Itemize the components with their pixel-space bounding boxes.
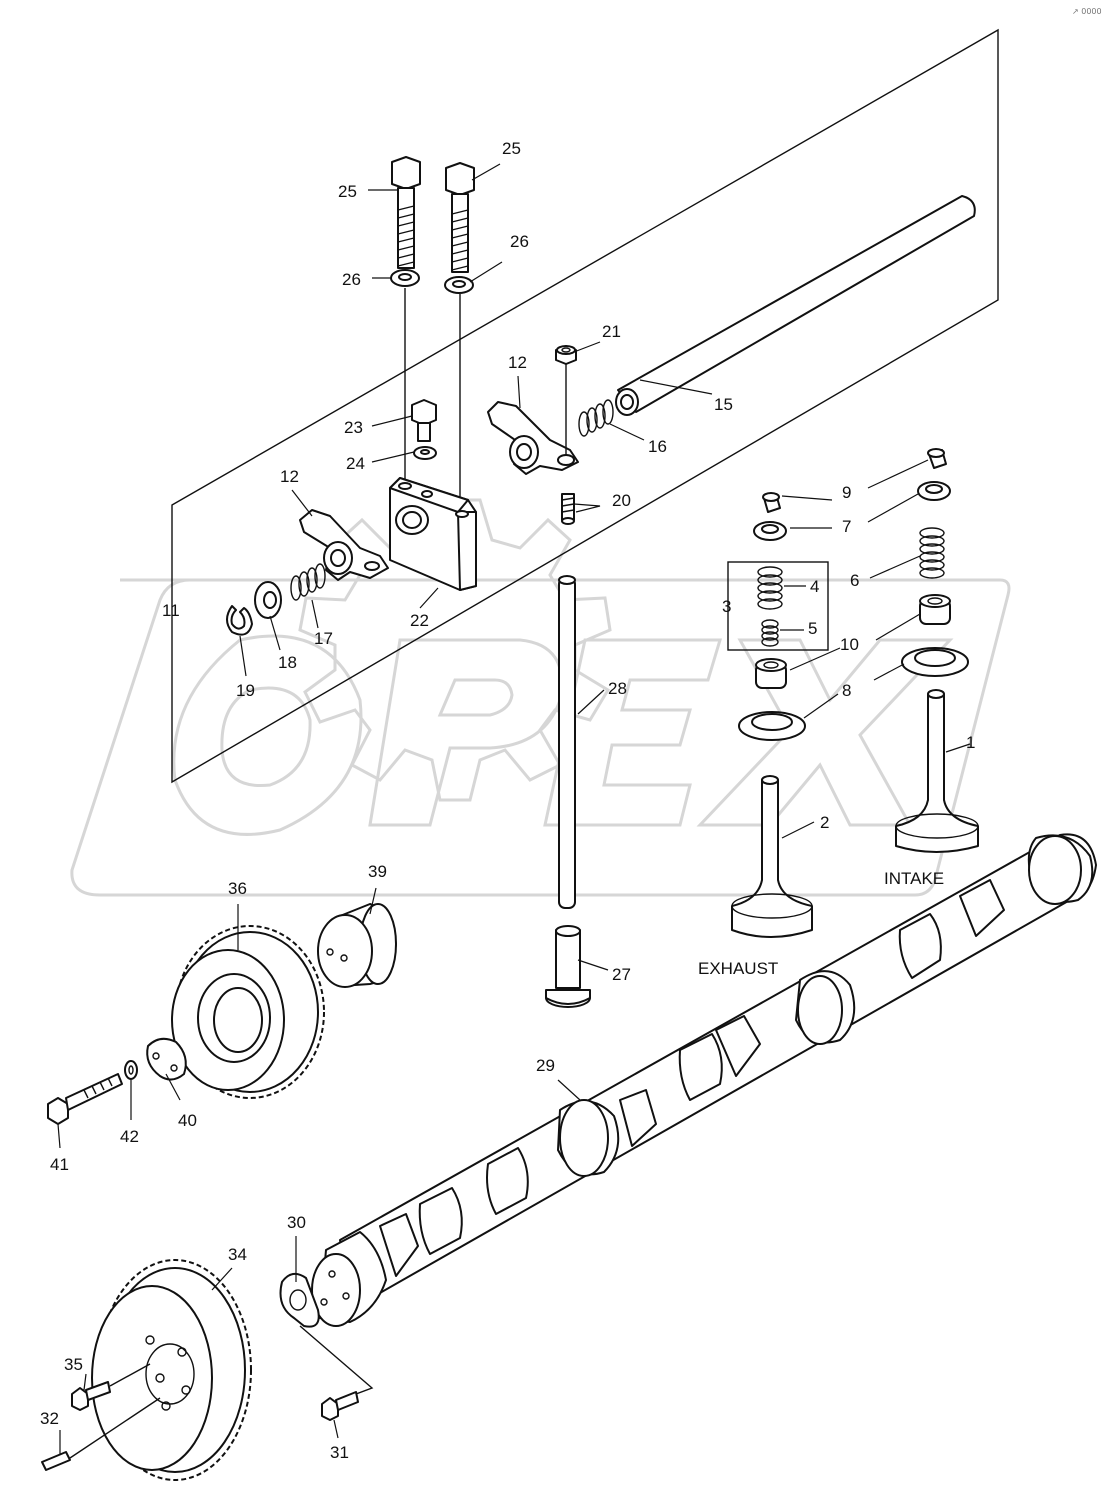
spring-set-3-box — [727, 561, 829, 651]
thrust-plate-40 — [146, 1037, 187, 1081]
label-21: 21 — [602, 322, 621, 341]
intake-valve-1 — [895, 689, 979, 853]
watermark — [70, 498, 1011, 897]
corner-mark: ↗ 0000 — [1072, 7, 1102, 16]
label-39: 39 — [368, 862, 387, 881]
label-5: 5 — [808, 619, 817, 638]
label-1: 1 — [966, 733, 975, 752]
valve-seal-10-left — [755, 658, 787, 689]
valve-seal-10-right — [919, 594, 951, 625]
valve-spring-5 — [761, 619, 779, 647]
label-24: 24 — [346, 454, 365, 473]
label-25-right: 25 — [502, 139, 521, 158]
retainer-7-right — [917, 481, 951, 501]
label-36: 36 — [228, 879, 247, 898]
tappet-27 — [545, 925, 591, 1008]
label-6: 6 — [850, 571, 859, 590]
bolt-center-lines — [404, 288, 461, 510]
label-40: 40 — [178, 1111, 197, 1130]
label-41: 41 — [50, 1155, 69, 1174]
caption-intake: INTAKE — [884, 869, 944, 888]
label-17: 17 — [314, 629, 333, 648]
valve-spring-4 — [757, 566, 783, 610]
bolt-25-left — [391, 156, 421, 269]
bushing-39 — [317, 903, 397, 988]
pin-32 — [41, 1451, 71, 1471]
label-10: 10 — [840, 635, 859, 654]
collet-9 — [927, 448, 947, 469]
washer-26-left — [390, 269, 420, 287]
label-7: 7 — [842, 517, 851, 536]
spring-seat-8-right — [901, 647, 969, 677]
label-12-right: 12 — [508, 353, 527, 372]
label-4: 4 — [810, 577, 819, 596]
label-9: 9 — [842, 483, 851, 502]
label-27: 27 — [612, 965, 631, 984]
spring-seat-8-left — [738, 711, 806, 741]
label-15: 15 — [714, 395, 733, 414]
retainer-7-left — [753, 521, 787, 541]
label-26-left: 26 — [342, 270, 361, 289]
label-3: 3 — [722, 597, 731, 616]
caption-exhaust: EXHAUST — [698, 959, 778, 978]
label-2: 2 — [820, 813, 829, 832]
leader-lines — [57, 163, 971, 1454]
bolt-35 — [71, 1381, 111, 1411]
label-35: 35 — [64, 1355, 83, 1374]
rocker-arm-12-right — [487, 401, 579, 475]
label-25-left: 25 — [338, 182, 357, 201]
spring-17 — [290, 563, 326, 601]
label-11: 11 — [162, 601, 180, 620]
rocker-shaft-15 — [615, 195, 976, 416]
bolt-23 — [411, 399, 437, 442]
gasket-30 — [279, 1272, 320, 1328]
label-42: 42 — [120, 1127, 139, 1146]
label-8: 8 — [842, 681, 851, 700]
label-26-right: 26 — [510, 232, 529, 251]
push-rod-28 — [558, 575, 576, 909]
gear-34 — [91, 1259, 252, 1481]
label-22: 22 — [410, 611, 429, 630]
gasket-bolt-leader — [299, 1325, 374, 1401]
label-12-left: 12 — [280, 467, 299, 486]
washer-24 — [413, 446, 437, 460]
exhaust-valve-2 — [731, 775, 813, 938]
washer-18 — [254, 581, 282, 619]
label-16: 16 — [648, 437, 667, 456]
label-18: 18 — [278, 653, 297, 672]
gear-fastener-leaders — [69, 1363, 161, 1459]
valve-spring-6 — [919, 527, 945, 579]
camshaft-29 — [311, 833, 1097, 1327]
rocker-assembly-boundary — [171, 28, 999, 784]
label-30: 30 — [287, 1213, 306, 1232]
adjust-screw-20 — [561, 493, 575, 525]
label-32: 32 — [40, 1409, 59, 1428]
bolt-41 — [47, 1073, 123, 1125]
washer-26-right — [444, 276, 474, 294]
label-29: 29 — [536, 1056, 555, 1075]
gear-36 — [171, 925, 325, 1099]
label-28: 28 — [608, 679, 627, 698]
label-19: 19 — [236, 681, 255, 700]
rocker-support-22 — [389, 477, 477, 591]
label-31: 31 — [330, 1443, 349, 1462]
spring-16 — [578, 399, 614, 437]
bolt-31 — [321, 1391, 359, 1421]
washer-42 — [124, 1060, 138, 1080]
nut-21 — [555, 345, 577, 365]
part-labels: 1 2 3 4 5 6 7 8 9 10 11 12 12 15 16 17 1… — [40, 139, 975, 1462]
collet-9b — [762, 492, 781, 513]
label-20: 20 — [612, 491, 631, 510]
bolt-25-right — [445, 162, 475, 273]
snap-ring-19 — [226, 605, 253, 636]
label-23: 23 — [344, 418, 363, 437]
label-34: 34 — [228, 1245, 247, 1264]
rocker-arm-12-left — [299, 509, 389, 581]
